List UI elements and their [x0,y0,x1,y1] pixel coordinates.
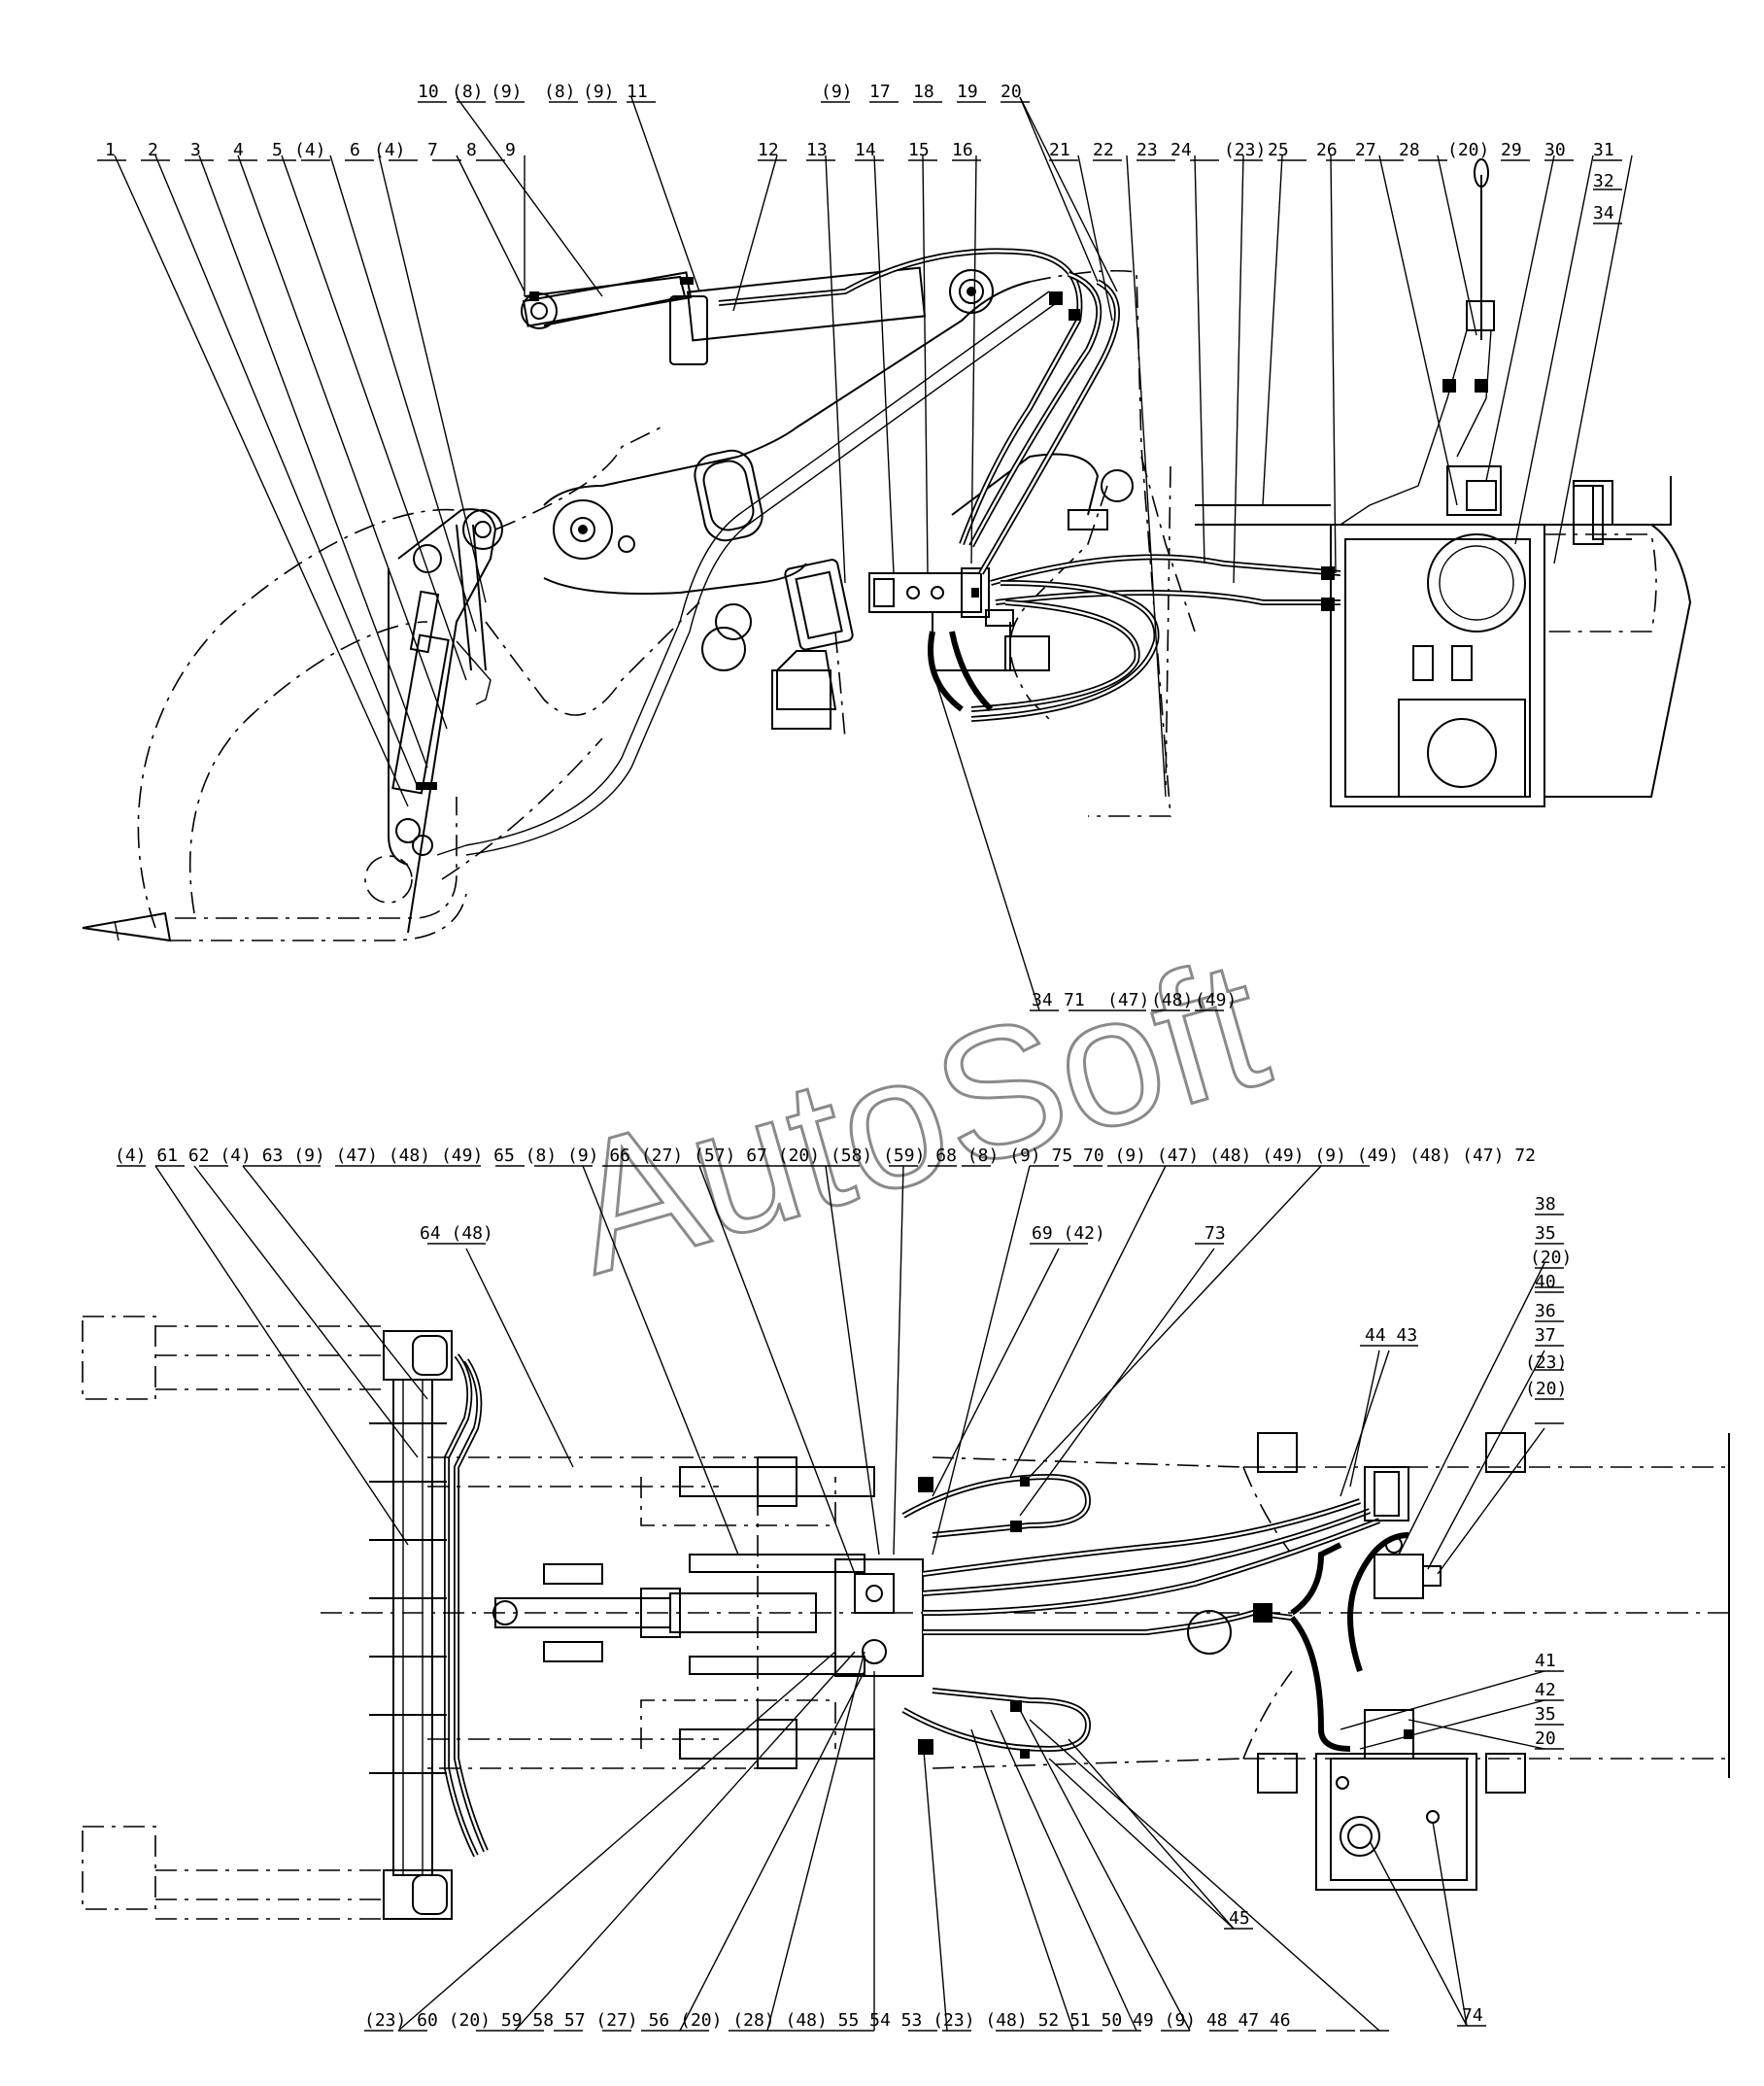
callout-label: 37 [1535,1325,1556,1346]
callout-label-row-top: (4) 61 62 (4) 63 (9) (47) (48) (49) 65 (… [115,1146,1536,1166]
callout-label: 7 [427,140,438,160]
callout-label: 19 [957,82,978,102]
callout-label: 11 [627,82,648,102]
callout-label: 20 [1001,82,1022,102]
callout-label: (48) [1151,990,1193,1010]
callout-label: (20) [1447,140,1489,160]
callout-label: 5 [272,140,283,160]
callout-label: (4) [374,140,406,160]
callout-label: 20 [1535,1728,1556,1749]
callout-label: 17 [869,82,891,102]
callout-label: 45 [1229,1908,1250,1929]
callout-label: 38 [1535,1194,1556,1214]
callout-label: 34 [1593,203,1614,223]
callout-label: 3 [190,140,201,160]
callout-label: 8 [466,140,477,160]
callout-label: 25 [1268,140,1289,160]
tilt-cylinder [391,524,492,843]
callout-label: 2 [148,140,158,160]
pump-tank-plan [1315,1466,1477,1891]
callout-label: 34 [1032,990,1053,1010]
callout-label: 64 (48) [420,1223,493,1244]
callout-label: 71 [1064,990,1085,1010]
central-valve-cluster [834,1473,1409,1759]
callout-label: 30 [1544,140,1566,160]
callout-label: 31 [1593,140,1614,160]
callout-label: 74 [1462,2005,1483,2026]
callout-label: (4) [294,140,326,160]
lift-cylinder [521,266,994,365]
hose-bundle-top [436,248,1341,856]
plan-view: (4) 61 62 (4) 63 (9) (47) (48) (49) 65 (… [82,1146,1730,2032]
callout-label: (23) [1525,1352,1567,1373]
callout-label: 26 [1316,140,1338,160]
callout-labels-top: 1 2 3 4 5 (4) 6 (4) 7 8 9 10 (8) (9) (8)… [105,82,1614,1010]
callout-label: 1 [105,140,116,160]
callout-label: 44 43 [1365,1325,1417,1346]
callout-label: 32 [1593,171,1614,191]
main-beam [543,281,1031,671]
callout-label: 13 [806,140,828,160]
callout-label: (20) [1525,1379,1567,1399]
control-lever [1340,158,1495,526]
callout-labels-bottom: (4) 61 62 (4) 63 (9) (47) (48) (49) 65 (… [115,1146,1572,2031]
leader-lines-top [114,96,1633,1011]
callout-label: 73 [1204,1223,1226,1244]
callout-label: 15 [908,140,930,160]
callout-label: 69 (42) [1032,1223,1105,1244]
hydraulic-tank [1195,465,1657,807]
leader-lines-bottom [154,1165,1545,2032]
frame-outline [427,1432,1730,1794]
callout-label: 4 [233,140,244,160]
ripper-shank [82,508,467,942]
tilt-cylinders-plan [492,1456,875,1769]
callout-label: 22 [1093,140,1114,160]
callout-label: 21 [1049,140,1070,160]
callout-label: (9) [491,82,523,102]
callout-label: 35 [1535,1223,1556,1244]
mounting-bracket [951,269,1196,817]
callout-label: 10 [418,82,439,102]
ripper-frame [364,427,700,934]
callout-label: 40 [1535,1272,1556,1292]
callout-label: 18 [913,82,934,102]
label-underlines-top [97,101,1622,1011]
callout-label: 27 [1355,140,1376,160]
callout-label-row-bottom: (23) 60 (20) 59 58 57 (27) 56 (20) (28) … [364,2010,1291,2031]
callout-label: (47) [1107,990,1149,1010]
left-shank-pair [82,1316,453,1920]
callout-label: 23 [1136,140,1158,160]
callout-label: 29 [1501,140,1522,160]
callout-label: (9) [583,82,615,102]
callout-label: (9) [821,82,853,102]
callout-label: 36 [1535,1301,1556,1321]
callout-label: 35 [1535,1704,1556,1725]
callout-label: (8) [544,82,576,102]
callout-label: (8) [452,82,484,102]
callout-label: 41 [1535,1651,1556,1671]
callout-label: 14 [855,140,876,160]
label-underlines-bottom [117,1165,1564,2032]
callout-label: 9 [505,140,516,160]
callout-label: 12 [758,140,779,160]
callout-label: 16 [952,140,973,160]
watermark-text: AutoSoft [549,920,1286,1314]
callout-label: (49) [1195,990,1237,1010]
callout-label: 6 [350,140,360,160]
side-elevation-view: 1 2 3 4 5 (4) 6 (4) 7 8 9 10 (8) (9) (8)… [82,82,1692,1011]
callout-label: 24 [1170,140,1192,160]
tractor-rear-outline [1544,524,1692,798]
ripper-beam [321,1353,1729,1876]
callout-label: 42 [1535,1680,1556,1700]
callout-label: (23) [1224,140,1266,160]
callout-label: (20) [1530,1248,1572,1268]
callout-label: 28 [1399,140,1420,160]
